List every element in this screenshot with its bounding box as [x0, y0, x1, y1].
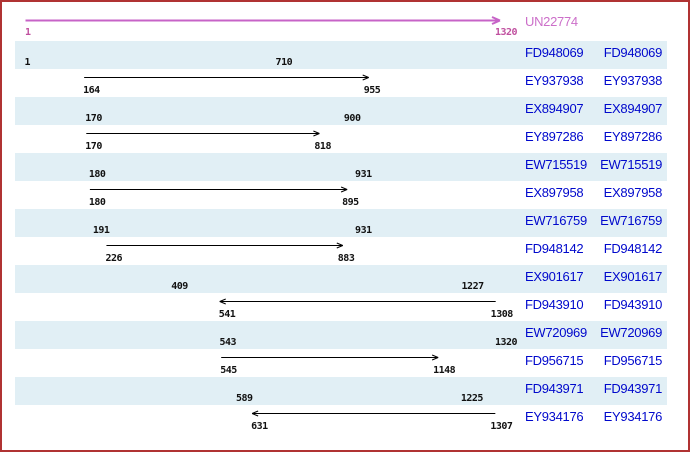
match-end-coord: 1307 — [490, 421, 513, 432]
accession-label-right[interactable]: FD948069 — [603, 45, 663, 60]
row-stripe — [15, 41, 667, 69]
match-start-coord: 545 — [220, 365, 237, 376]
accession-label-left[interactable]: EY934176 — [525, 409, 584, 424]
alignment-row: 631 1307 EY934176 EY934176 — [2, 405, 688, 433]
accession-label-right[interactable]: EY934176 — [603, 409, 663, 424]
match-start-coord: 541 — [218, 309, 236, 320]
alignment-row: 541 1308 FD943910 FD943910 — [2, 293, 688, 321]
reference-id-label: UN22774 — [525, 14, 578, 29]
match-end-coord: 931 — [355, 225, 372, 236]
alignment-row: 180 895 EX897958 EX897958 — [2, 181, 688, 209]
match-start-coord: 226 — [105, 253, 122, 264]
reference-end-coord: 1320 — [495, 27, 518, 38]
match-end-coord: 1320 — [495, 337, 518, 348]
row-stripe — [15, 377, 667, 405]
alignment-row: 191 931 EW716759 EW716759 — [2, 209, 688, 237]
match-end-coord: 818 — [314, 141, 331, 152]
match-start-coord: 170 — [85, 113, 102, 124]
row-stripe — [15, 209, 667, 237]
alignment-row: 180 931 EW715519 EW715519 — [2, 153, 688, 181]
accession-label-right[interactable]: FD943971 — [603, 381, 663, 396]
accession-label-right[interactable]: EW720969 — [600, 325, 662, 340]
row-stripe — [15, 265, 667, 293]
accession-label-left[interactable]: EX897958 — [525, 185, 584, 200]
alignment-row: 1 710 FD948069 FD948069 — [2, 41, 688, 69]
accession-label-right[interactable]: FD948142 — [603, 241, 663, 256]
alignment-row: 170 818 EY897286 EY897286 — [2, 125, 688, 153]
accession-label-left[interactable]: EW720969 — [525, 325, 587, 340]
accession-label-left[interactable]: EY937938 — [525, 73, 584, 88]
match-start-coord: 409 — [171, 281, 188, 292]
match-end-coord: 1148 — [433, 365, 456, 376]
row-stripe — [15, 97, 667, 125]
accession-label-right[interactable]: FD956715 — [603, 353, 663, 368]
accession-label-left[interactable]: FD948142 — [525, 241, 584, 256]
alignment-row: 226 883 FD948142 FD948142 — [2, 237, 688, 265]
match-start-coord: 180 — [88, 197, 106, 208]
accession-label-left[interactable]: FD943971 — [525, 381, 584, 396]
match-end-coord: 1225 — [460, 393, 484, 404]
match-start-coord: 1 — [24, 57, 31, 68]
alignment-row: 543 1320 EW720969 EW720969 — [2, 321, 688, 349]
match-end-coord: 883 — [337, 253, 355, 264]
accession-label-right[interactable]: EX901617 — [603, 269, 663, 284]
accession-label-right[interactable]: EW716759 — [600, 213, 662, 228]
match-end-coord: 955 — [363, 85, 381, 96]
match-end-coord: 895 — [342, 197, 359, 208]
match-end-coord: 900 — [343, 113, 361, 124]
match-start-coord: 170 — [85, 141, 102, 152]
row-stripe — [15, 321, 667, 349]
match-start-coord: 180 — [88, 169, 106, 180]
accession-label-left[interactable]: EY897286 — [525, 129, 584, 144]
accession-label-right[interactable]: EY937938 — [603, 73, 663, 88]
alignment-row: 545 1148 FD956715 FD956715 — [2, 349, 688, 377]
alignment-row: 589 1225 FD943971 FD943971 — [2, 377, 688, 405]
accession-label-left[interactable]: FD956715 — [525, 353, 584, 368]
alignment-row: 409 1227 EX901617 EX901617 — [2, 265, 688, 293]
accession-label-left[interactable]: EX901617 — [525, 269, 584, 284]
alignment-row: 164 955 EY937938 EY937938 — [2, 69, 688, 97]
alignment-row: 170 900 EX894907 EX894907 — [2, 97, 688, 125]
accession-label-left[interactable]: EW715519 — [525, 157, 587, 172]
reference-start-coord: 1 — [25, 27, 31, 38]
accession-label-left[interactable]: EX894907 — [525, 101, 584, 116]
accession-label-right[interactable]: EY897286 — [603, 129, 663, 144]
accession-label-right[interactable]: FD943910 — [603, 297, 663, 312]
match-end-coord: 931 — [355, 169, 372, 180]
match-end-coord: 1227 — [461, 281, 485, 292]
match-start-coord: 589 — [236, 393, 253, 404]
reference-row: 1 1320 UN22774 — [2, 2, 688, 41]
match-start-coord: 164 — [83, 85, 100, 96]
accession-label-right[interactable]: EW715519 — [600, 157, 662, 172]
match-end-coord: 1308 — [490, 309, 514, 320]
match-start-coord: 631 — [251, 421, 268, 432]
accession-label-left[interactable]: FD943910 — [525, 297, 584, 312]
accession-label-left[interactable]: FD948069 — [525, 45, 584, 60]
accession-label-left[interactable]: EW716759 — [525, 213, 587, 228]
row-stripe — [15, 153, 667, 181]
match-end-coord: 710 — [275, 57, 293, 68]
match-start-coord: 543 — [219, 337, 237, 348]
accession-label-right[interactable]: EX897958 — [603, 185, 663, 200]
accession-label-right[interactable]: EX894907 — [603, 101, 663, 116]
match-start-coord: 191 — [92, 225, 110, 236]
